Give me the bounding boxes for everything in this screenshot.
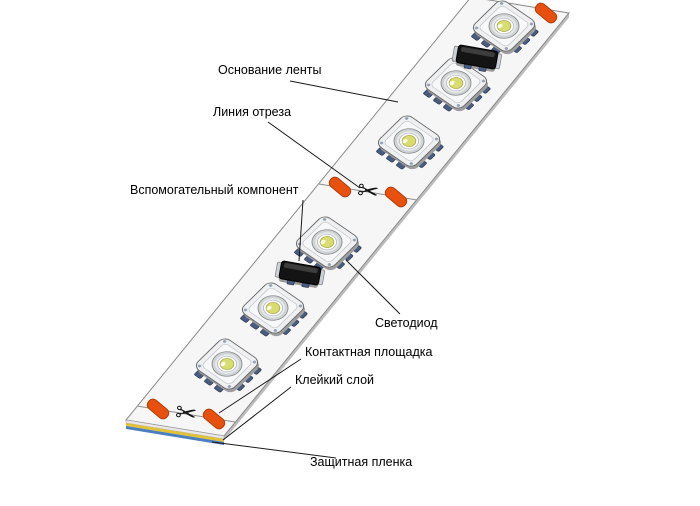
label-contact-pad: Контактная площадка [305,345,433,359]
leader-line-led [345,259,401,315]
strip-base-surface [125,0,570,437]
leader-line-protective-film [211,441,337,459]
leader-line-cut-line [267,121,361,189]
scissors-cut-point [355,175,381,209]
label-cut-line: Линия отреза [213,105,292,119]
label-protective-film: Защитная пленка [310,455,413,469]
label-aux-component: Вспомогательный компонент [130,183,299,197]
leader-line-strip-base [289,80,399,103]
label-strip-base: Основание ленты [218,63,322,77]
scissors-cut-point [173,397,199,431]
label-adhesive-layer: Клейкий слой [295,373,375,387]
strip-side-face [224,13,569,441]
adhesive-layer-edge [126,423,224,442]
leader-line-aux-component [298,199,304,262]
label-led: Светодиод [375,316,438,330]
leader-line-contact-pad [218,358,302,414]
protective-film-edge [126,426,224,445]
leader-line-adhesive-layer [222,386,292,441]
